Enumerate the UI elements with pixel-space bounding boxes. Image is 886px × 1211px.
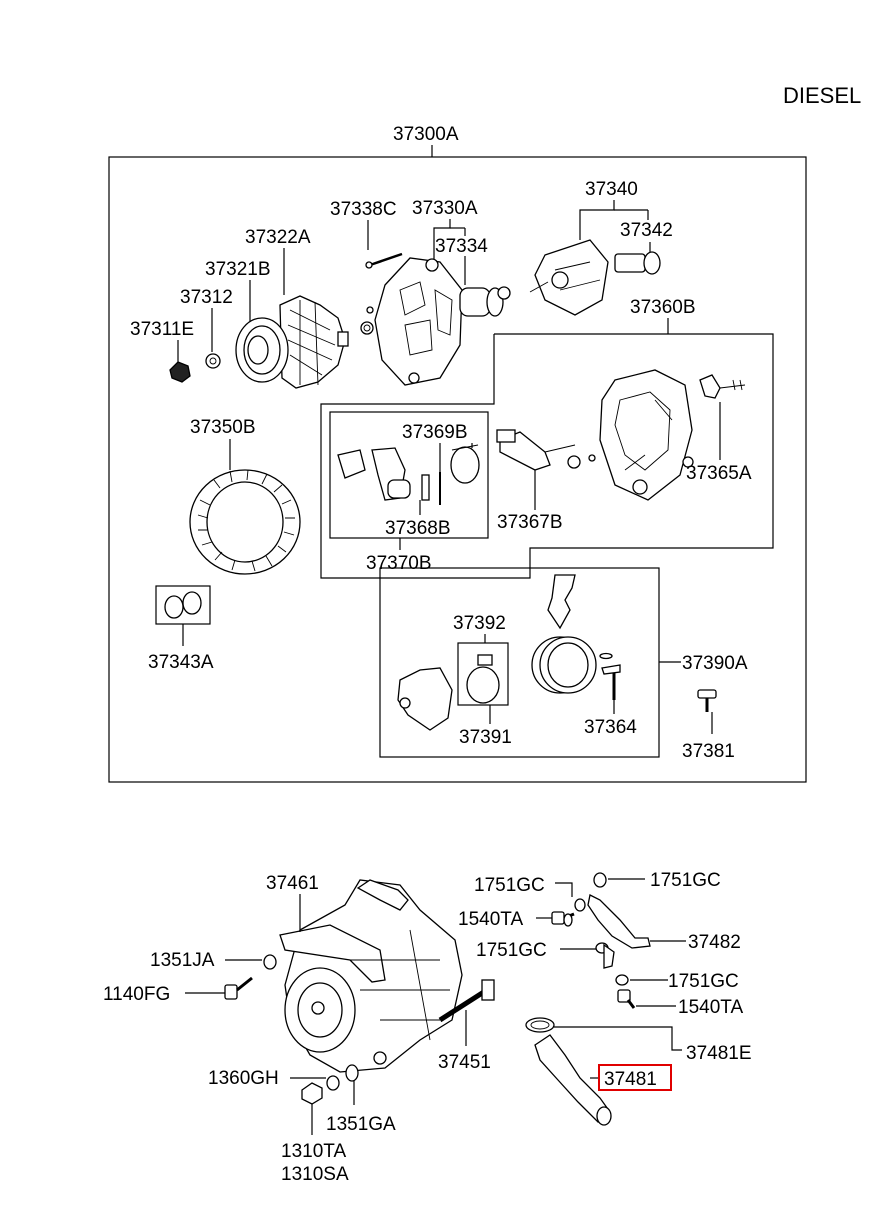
label-1360GH[interactable]: 1360GH xyxy=(208,1068,279,1089)
label-1751GC-c[interactable]: 1751GC xyxy=(476,940,547,961)
bolt-1540TA-b xyxy=(617,989,636,1009)
label-37451[interactable]: 37451 xyxy=(438,1052,491,1073)
diagram-title: DIESEL xyxy=(783,83,861,108)
label-1751GC-d[interactable]: 1751GC xyxy=(668,971,739,992)
label-37330A[interactable]: 37330A xyxy=(412,198,478,219)
label-37322A[interactable]: 37322A xyxy=(245,227,311,248)
label-37321B[interactable]: 37321B xyxy=(205,259,271,280)
gasket-1751GC-b xyxy=(593,872,607,888)
nut-1310TA xyxy=(301,1082,323,1105)
label-1351GA[interactable]: 1351GA xyxy=(326,1114,396,1135)
label-37342[interactable]: 37342 xyxy=(620,220,673,241)
label-37370B[interactable]: 37370B xyxy=(366,553,432,574)
assembly-box-37360B xyxy=(320,333,774,579)
screw-37381-part xyxy=(697,689,717,712)
label-37481[interactable]: 37481 xyxy=(604,1069,657,1090)
through-bolt-part xyxy=(365,252,403,269)
label-37364[interactable]: 37364 xyxy=(584,717,637,738)
label-37311E[interactable]: 37311E xyxy=(130,319,194,340)
label-37461[interactable]: 37461 xyxy=(266,873,319,894)
fan-pulley-part xyxy=(169,295,349,389)
label-1351JA[interactable]: 1351JA xyxy=(150,950,215,971)
label-1751GC-b[interactable]: 1751GC xyxy=(650,870,721,891)
assembly-box-37300A xyxy=(108,156,807,783)
terminal-plate-part xyxy=(496,429,596,471)
washer-1351JA xyxy=(263,954,277,970)
bearing-cover-part xyxy=(164,591,202,619)
label-37368B[interactable]: 37368B xyxy=(385,518,451,539)
label-37343A[interactable]: 37343A xyxy=(148,652,214,673)
label-37365A[interactable]: 37365A xyxy=(686,463,752,484)
vacuum-pump-parts xyxy=(397,574,621,731)
label-1310TA[interactable]: 1310TA xyxy=(281,1141,346,1162)
regulator-part xyxy=(337,444,480,505)
label-37334[interactable]: 37334 xyxy=(435,236,488,257)
label-37338C[interactable]: 37338C xyxy=(330,199,397,220)
label-1140FG[interactable]: 1140FG xyxy=(103,984,170,1005)
rear-bracket-part xyxy=(360,257,511,386)
label-1310SA[interactable]: 1310SA xyxy=(281,1164,349,1185)
stud-37451 xyxy=(438,979,495,1023)
label-37381[interactable]: 37381 xyxy=(682,741,735,762)
gasket-1751GC-d xyxy=(615,974,629,986)
stator-part xyxy=(189,469,301,575)
label-37391[interactable]: 37391 xyxy=(459,727,512,748)
label-1751GC-a[interactable]: 1751GC xyxy=(474,875,545,896)
label-37350B[interactable]: 37350B xyxy=(190,417,256,438)
label-37367B[interactable]: 37367B xyxy=(497,512,563,533)
label-37392[interactable]: 37392 xyxy=(453,613,506,634)
label-37300A[interactable]: 37300A xyxy=(393,124,459,145)
washer-1351GA xyxy=(345,1064,359,1082)
label-37482[interactable]: 37482 xyxy=(688,932,741,953)
label-1540TA-a[interactable]: 1540TA xyxy=(458,909,523,930)
gasket-1751GC-a xyxy=(574,898,586,912)
highlight-box-37481 xyxy=(598,1064,672,1091)
label-37360B[interactable]: 37360B xyxy=(630,297,696,318)
washer-1360GH xyxy=(326,1075,340,1091)
front-housing-part: 37365A xyxy=(599,369,752,501)
label-1540TA-b[interactable]: 1540TA xyxy=(678,997,743,1018)
label-37312[interactable]: 37312 xyxy=(180,287,233,308)
hose-clamp-37481E xyxy=(525,1017,555,1033)
label-37340[interactable]: 37340 xyxy=(585,179,638,200)
label-37481E[interactable]: 37481E xyxy=(686,1043,752,1064)
vacuum-pipe-37482 xyxy=(587,894,651,949)
brush-holder-part xyxy=(529,239,661,316)
assembly-box-37370B xyxy=(329,411,489,539)
assembly-box-37392 xyxy=(457,642,509,706)
label-37390A[interactable]: 37390A xyxy=(682,653,748,674)
label-37369B[interactable]: 37369B xyxy=(402,422,468,443)
bolt-1140FG xyxy=(224,976,253,1000)
alternator-assembly-part xyxy=(279,879,463,1073)
